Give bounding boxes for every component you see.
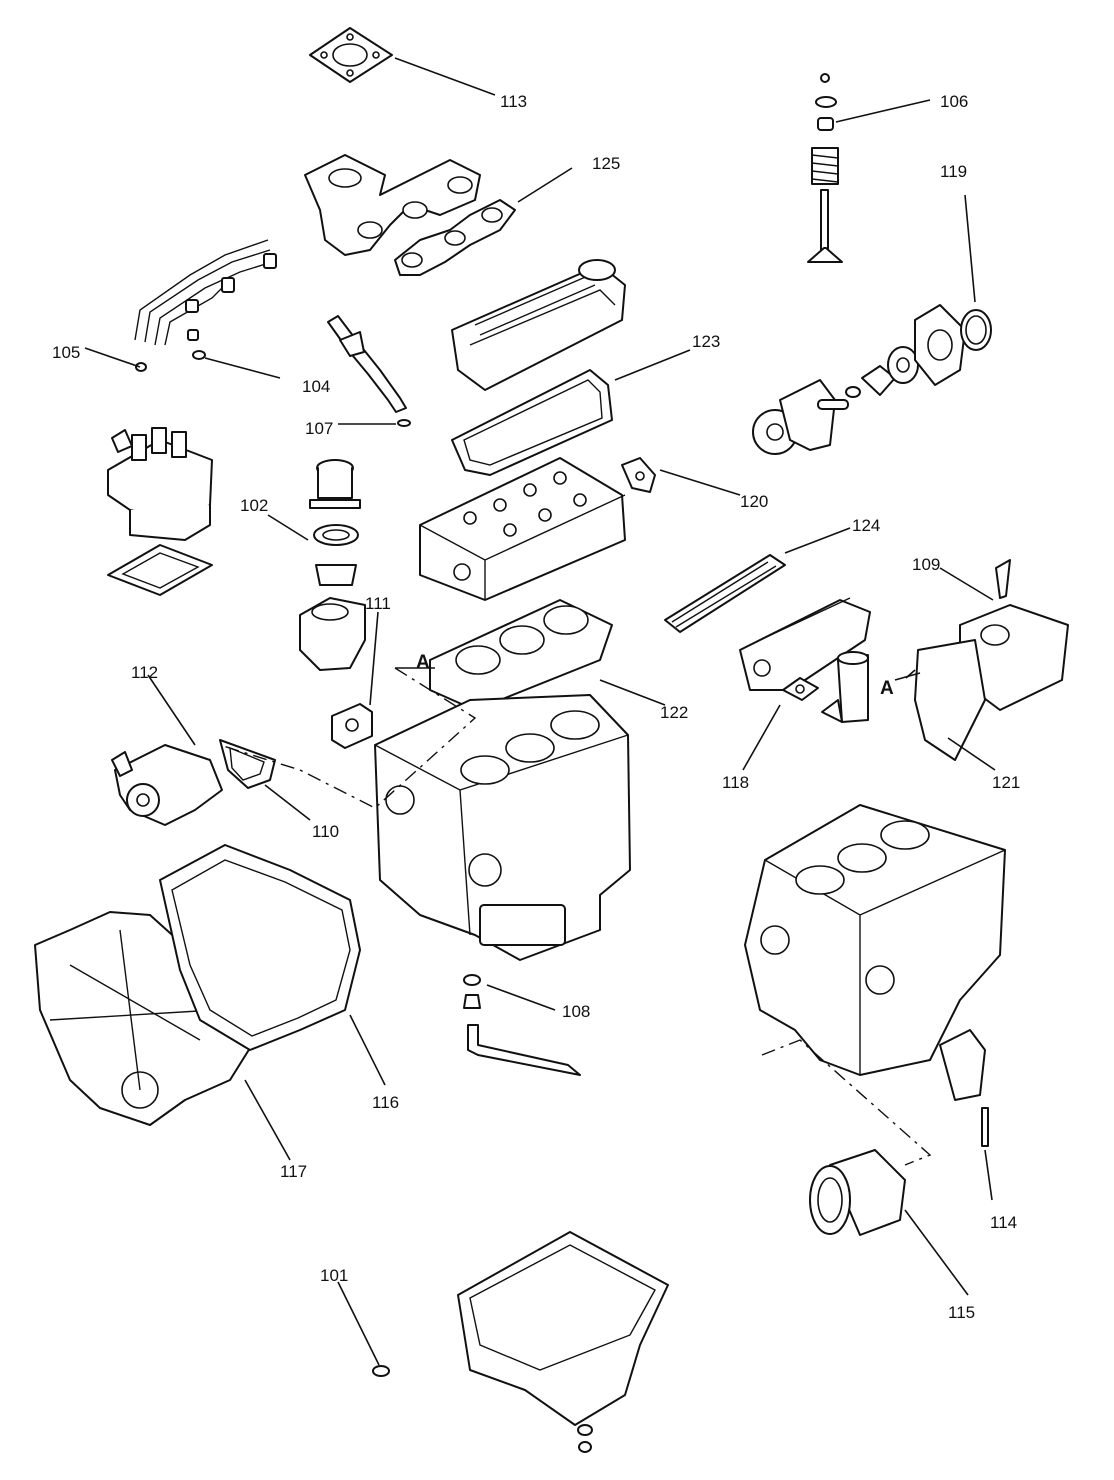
reference-marker-a-left: A (416, 652, 430, 673)
part-fuel-injection-lines (134, 239, 277, 372)
part-injection-pump (107, 427, 213, 596)
callout-117: 117 (280, 1162, 307, 1181)
callout-107: 107 (305, 419, 333, 438)
part-121-gear-case (914, 559, 1069, 761)
part-119-oil-pump (752, 304, 992, 455)
callout-101: 101 (320, 1266, 348, 1285)
part-intake-manifold (739, 597, 871, 691)
reference-marker-a-right: A (880, 678, 894, 699)
part-122-head-gasket (429, 599, 613, 711)
part-114-stud (981, 1107, 989, 1147)
callout-120: 120 (740, 492, 768, 511)
part-120-gasket (621, 457, 656, 493)
part-crankcase (744, 804, 1006, 1101)
callout-104: 104 (302, 377, 330, 396)
leader-lines (84, 57, 996, 1366)
part-oil-pan (372, 1231, 669, 1453)
part-106-valve-assembly (807, 73, 843, 263)
callout-123: 123 (692, 332, 720, 351)
part-cylinder-head (419, 457, 626, 601)
part-cylinder-block (374, 694, 631, 961)
callout-113: 113 (500, 92, 527, 111)
part-124-side-gasket (664, 554, 786, 633)
part-113-flange-gasket (309, 27, 393, 83)
callout-106: 106 (940, 92, 968, 111)
callout-118: 118 (722, 773, 749, 792)
part-116-gasket (159, 844, 361, 1051)
part-125-exhaust-manifold (304, 154, 516, 276)
callout-121: 121 (992, 773, 1020, 792)
part-123-rocker-cover-gasket (451, 369, 613, 476)
part-valve-cover (451, 259, 626, 391)
callout-105: 105 (52, 343, 80, 362)
callout-111: 111 (365, 594, 391, 613)
part-115-seal-housing (809, 1149, 906, 1236)
callout-115: 115 (948, 1303, 975, 1322)
callout-122: 122 (660, 703, 688, 722)
part-102-thermostat-housing (299, 459, 366, 671)
callout-125: 125 (592, 154, 620, 173)
part-107-dipstick-tube (327, 315, 411, 427)
callout-108: 108 (562, 1002, 590, 1021)
part-111-flange (331, 703, 373, 749)
callout-110: 110 (312, 822, 339, 841)
part-118-elbow-gasket (782, 651, 869, 723)
callout-109: 109 (912, 555, 940, 574)
callout-112: 112 (131, 663, 158, 682)
assembly-line-right (761, 1039, 932, 1166)
callout-102: 102 (240, 496, 268, 515)
part-108-bolt (463, 974, 581, 1076)
part-112-water-pump (111, 744, 223, 826)
callout-124: 124 (852, 516, 880, 535)
callout-114: 114 (990, 1213, 1017, 1232)
callout-119: 119 (940, 162, 967, 181)
callout-labels: 113 106 125 119 105 104 123 107 120 102 … (52, 92, 1020, 1322)
part-110-gasket (219, 739, 276, 789)
assembly-line-left (219, 667, 477, 809)
callout-116: 116 (372, 1093, 399, 1112)
